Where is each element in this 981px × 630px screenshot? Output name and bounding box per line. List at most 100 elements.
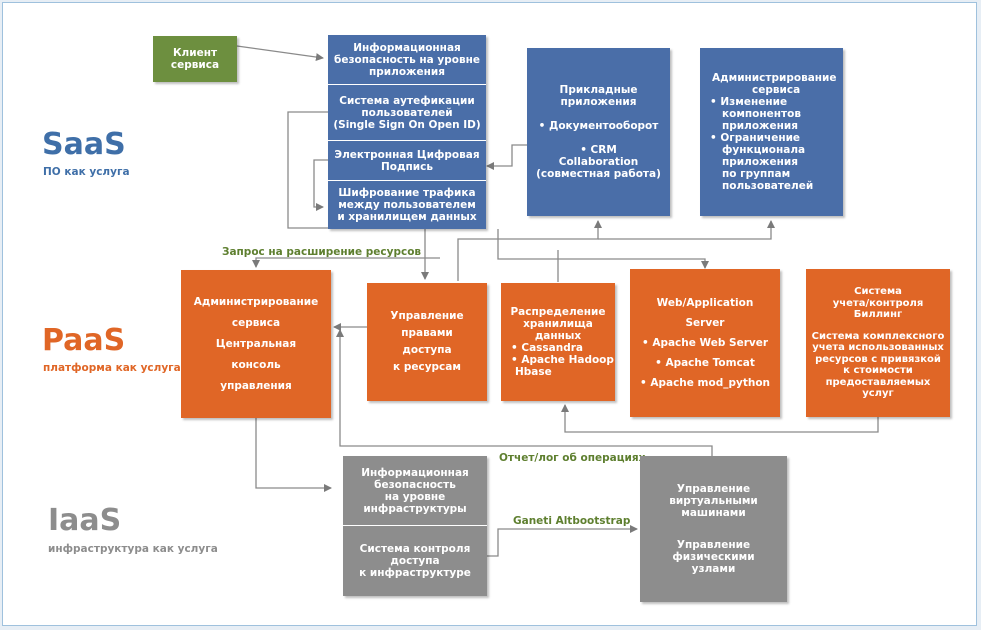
storage-line: Распределение <box>510 306 606 318</box>
app-security-cell: Информационная безопасность на уровне пр… <box>328 35 486 85</box>
traffic-encryption-cell: Шифрование трафика между пользователем и… <box>328 181 486 229</box>
apps-line: • Документооборот <box>538 120 659 132</box>
arrow-signature-to-encryption <box>313 159 328 211</box>
apps-line: Collaboration <box>558 156 639 168</box>
paas-admin-line: сервиса <box>231 316 281 329</box>
billing-line: учета использованных <box>812 342 944 354</box>
access-rights-box: Управление правами доступа к ресурсам <box>367 283 487 401</box>
infra-access-cell: Система контроля доступа к инфраструктур… <box>343 526 487 596</box>
cell-line: Подпись <box>381 160 433 173</box>
auth-system-cell: Система аутефикации пользователей (Singl… <box>328 85 486 141</box>
billing-line: предоставляемых <box>825 376 931 388</box>
access-line: доступа <box>402 344 452 356</box>
admin-line: • Изменение <box>710 96 788 108</box>
cell-line: инфраструктуры <box>363 502 467 515</box>
billing-line: учета/контроля <box>832 297 924 309</box>
webapp-line: Server <box>685 317 725 329</box>
paas-subtitle: платформа как услуга <box>43 362 181 374</box>
apps-line: (совместная работа) <box>536 168 661 180</box>
paas-admin-line: управления <box>220 379 292 392</box>
cell-line: безопасность на уровне <box>334 53 480 66</box>
admin-line: компонентов <box>722 108 801 120</box>
paas-title: PaaS <box>42 323 126 358</box>
client-box: Клиент сервиса <box>153 36 237 82</box>
billing-line: услуг <box>862 388 894 400</box>
cell-line: и хранилищем данных <box>337 211 477 223</box>
storage-line: • Cassandra <box>511 342 583 354</box>
vm-management-box: Управление виртуальными машинами Управле… <box>640 456 787 602</box>
cell-line: пользователей <box>361 106 453 119</box>
cell-line: безопасность <box>374 478 456 491</box>
apps-box: Прикладные приложения • Документооборот … <box>527 48 670 216</box>
arrow-client-to-security <box>236 45 324 61</box>
cell-line: Электронная Цифровая <box>334 148 480 161</box>
vm-line: машинами <box>681 507 746 519</box>
webapp-server-box: Web/Application Server • Apache Web Serv… <box>630 269 780 417</box>
storage-line: Hbase <box>515 366 552 378</box>
ganeti-label: Ganeti Altbootstrap <box>513 515 631 527</box>
iaas-title: IaaS <box>48 503 122 538</box>
billing-line: Система комплексного <box>811 330 945 342</box>
cell-line: Информационная <box>353 41 461 54</box>
vm-line: физическими <box>672 551 755 563</box>
admin-line: • Ограничение <box>710 132 801 144</box>
iaas-subtitle: инфраструктура как услуга <box>48 543 218 555</box>
iaas-security-stack: Информационная безопасность на уровне ин… <box>343 456 487 596</box>
paas-admin-line: Администрирование <box>193 295 319 308</box>
cell-line: Шифрование трафика <box>338 187 476 199</box>
access-line: правами <box>401 327 453 339</box>
cell-line: Информационная <box>361 466 469 479</box>
webapp-line: • Apache Web Server <box>641 337 769 349</box>
arrow-apps-to-signature <box>486 144 527 170</box>
cell-line: на уровне <box>384 490 446 503</box>
cell-line: доступа <box>390 555 440 567</box>
arrow-access-to-apps <box>457 220 602 281</box>
security-stack: Информационная безопасность на уровне пр… <box>328 35 486 229</box>
admin-line: приложения <box>722 156 798 168</box>
vm-line: Управление <box>676 539 751 551</box>
webapp-line: • Apache Tomcat <box>655 357 755 369</box>
apps-line: Прикладные <box>559 84 638 96</box>
storage-line: • Apache Hadoop <box>511 354 614 366</box>
service-admin-box: Администрирование сервиса • Изменение ко… <box>700 48 843 216</box>
cell-line: между пользователем <box>338 199 476 211</box>
apps-line: • CRM <box>580 144 617 156</box>
billing-line: Биллинг <box>853 309 903 321</box>
vm-line: узлами <box>691 563 736 575</box>
cell-line: Система аутефикации <box>339 94 475 107</box>
storage-box: Распределение хранилища данных • Cassand… <box>501 283 615 401</box>
vm-line: Управление <box>676 483 751 495</box>
report-log-label: Отчет/лог об операциях <box>499 452 646 464</box>
infra-security-cell: Информационная безопасность на уровне ин… <box>343 456 487 526</box>
billing-box: Система учета/контроля Биллинг Система к… <box>806 269 950 417</box>
apps-line: приложения <box>560 96 637 108</box>
arrow-billing-to-storage <box>561 404 879 433</box>
paas-admin-line: консоль <box>231 358 281 371</box>
access-line: Управление <box>390 310 464 322</box>
arrow-access-to-admin <box>598 220 775 240</box>
cell-line: к инфраструктуре <box>359 567 471 579</box>
admin-line: функционала <box>722 144 806 156</box>
webapp-line: • Apache mod_python <box>639 377 771 389</box>
cell-line: приложения <box>369 65 445 78</box>
cell-line: (Single Sign On Open ID) <box>333 118 481 131</box>
arrow-stack-to-webapp <box>497 229 709 269</box>
vm-line: виртуальными <box>669 495 758 507</box>
arrow-admin-to-iaas <box>255 418 332 492</box>
admin-line: по группам <box>722 168 791 180</box>
paas-admin-line: Центральная <box>215 337 297 350</box>
saas-subtitle: ПО как услуга <box>43 166 130 178</box>
admin-line: пользователей <box>722 180 814 192</box>
arrow-auth-to-access <box>287 111 429 280</box>
client-line: Клиент <box>172 47 218 59</box>
access-line: к ресурсам <box>393 361 461 373</box>
arrow-resource-request <box>252 257 440 268</box>
billing-line: ресурсов с привязкой <box>815 353 941 365</box>
arrow-ganeti <box>486 525 638 557</box>
resource-request-label: Запрос на расширение ресурсов <box>222 246 422 258</box>
admin-line: сервиса <box>752 84 801 96</box>
billing-line: к стоимости <box>843 365 913 377</box>
digital-signature-cell: Электронная Цифровая Подпись <box>328 141 486 181</box>
billing-line: Система <box>854 286 902 298</box>
admin-line: приложения <box>722 120 798 132</box>
